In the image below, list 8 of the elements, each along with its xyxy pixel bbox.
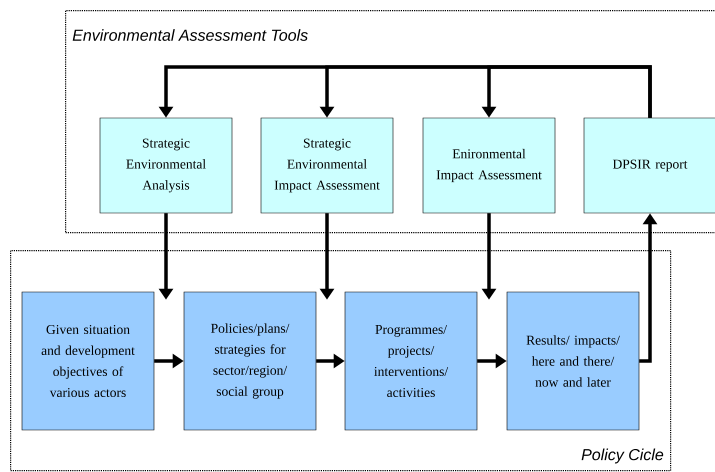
process-box: Given situation and development objectives of various actors xyxy=(22,292,154,430)
process-box: Strategic Environmental Impact Assessment xyxy=(260,118,394,214)
process-box: Programmes/ projects/ interventions/ activities xyxy=(344,292,478,430)
process-box: DPSIR report xyxy=(584,118,715,214)
process-box: Strategic Environmental Analysis xyxy=(100,118,232,214)
process-box: Enironmental Impact Assessment xyxy=(422,118,556,214)
process-box: Results/ impacts/ here and there/ now and later xyxy=(506,292,640,430)
process-box: Policies/plans/ strategies for sector/region/ social group xyxy=(184,292,316,430)
